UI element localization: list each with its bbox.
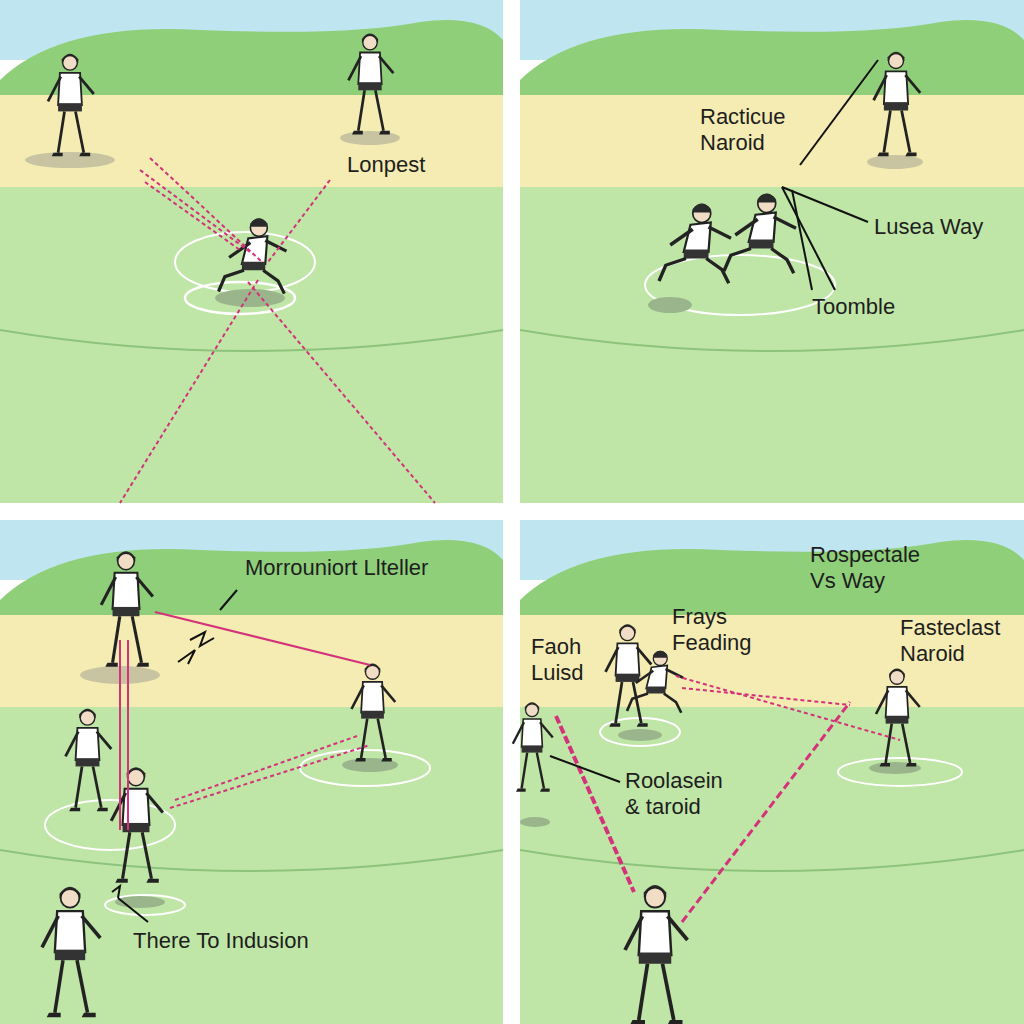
panel-bottom-left-part <box>300 750 430 786</box>
panel-top-right-part <box>782 60 878 290</box>
panel-bottom-right-part <box>520 817 550 827</box>
callout-label: Faoh Luisd <box>531 634 597 686</box>
callout-label: There To Indusion <box>133 928 309 954</box>
panel-bottom-left-part-part <box>170 745 370 808</box>
panel-bottom-left-part <box>105 895 185 915</box>
panel-top-left-part-part <box>248 282 435 503</box>
panel-top-right-part-part <box>782 187 835 290</box>
panel-top-left-part-part <box>145 182 240 250</box>
panel-bottom-left-part <box>120 612 370 830</box>
panel-bottom-left-part-part <box>112 886 120 898</box>
callout-label: Roolasein & taroid <box>625 768 737 820</box>
panel-bottom-left-part-part <box>118 898 148 922</box>
panel-top-left-part <box>185 282 295 314</box>
panel-top-left-part <box>48 54 94 157</box>
callout-label: Lusea Way <box>874 214 983 240</box>
panel-top-right-part-part <box>800 60 878 165</box>
panel-bottom-left-part <box>0 707 503 1024</box>
panel-bottom-left-part-part <box>178 650 195 664</box>
panel-bottom-left-part <box>111 767 163 883</box>
panel-top-left <box>0 0 503 503</box>
panel-bottom-left-part <box>66 709 112 812</box>
panel-bottom-right <box>513 520 1024 1024</box>
panel-bottom-left-part-part <box>127 640 129 830</box>
panel-top-right-part <box>648 297 692 313</box>
panel-top-left-part <box>0 330 503 351</box>
panel-bottom-right-part <box>627 651 683 713</box>
panel-bottom-left-part <box>0 615 503 707</box>
panel-bottom-right-part <box>520 850 1024 871</box>
callout-label: Fasteclast Naroid <box>900 615 1015 667</box>
panel-bottom-left-part-part <box>119 640 121 830</box>
panel-bottom-right-part <box>618 729 662 741</box>
panel-bottom-left-part-part <box>175 735 360 800</box>
panel-bottom-left-part-part <box>220 590 237 610</box>
panel-bottom-left-part <box>0 850 503 871</box>
panel-top-left-part-part <box>140 170 250 252</box>
panel-bottom-left-part <box>45 800 175 850</box>
panel-top-left-part <box>120 158 435 503</box>
callout-label: Rospectale Vs Way <box>810 542 935 594</box>
panel-top-right-part <box>867 155 923 169</box>
panel-bottom-left-part-part <box>155 612 370 665</box>
panel-top-left-part <box>340 131 400 145</box>
panel-top-left-part-part <box>150 158 262 262</box>
panel-bottom-left-part <box>42 887 100 1018</box>
panel-bottom-right-part-part <box>682 688 850 705</box>
panel-bottom-right-part <box>550 756 620 782</box>
panel-bottom-left-part <box>352 664 396 762</box>
panel-bottom-right-part <box>556 676 900 922</box>
callout-label: Lonpest <box>347 152 425 178</box>
panel-top-right-part <box>520 330 1024 351</box>
panel-bottom-right-part <box>625 885 688 1024</box>
panel-bottom-right-part <box>876 669 920 767</box>
panel-bottom-right-part-part <box>556 716 634 892</box>
panel-top-right-part-part <box>792 190 812 290</box>
panel-top-left-part <box>25 152 115 168</box>
panel-top-left-part-part <box>268 180 330 262</box>
panel-bottom-right-part-part <box>676 676 900 740</box>
panel-bottom-right-part-part <box>550 756 620 782</box>
panel-bottom-right-part <box>513 702 553 792</box>
panel-bottom-left-part-part <box>190 632 214 646</box>
panel-top-right-part <box>520 187 1024 503</box>
panel-bottom-left <box>0 520 503 1024</box>
panel-top-right-part <box>659 203 731 283</box>
panel-bottom-left-part <box>112 590 237 922</box>
panel-top-left-part <box>348 34 393 135</box>
panel-bottom-right-part-part <box>682 702 850 922</box>
callout-label: Frays Feading <box>672 604 767 656</box>
callout-label: Toomble <box>812 294 895 320</box>
panel-bottom-right-part <box>838 758 962 786</box>
panel-top-right <box>520 0 1024 503</box>
panel-top-left-part-part <box>120 280 258 503</box>
panel-top-right-part <box>724 193 796 273</box>
callout-label: Morrouniort Llteller <box>245 555 428 581</box>
panel-top-left-part <box>0 187 503 503</box>
callout-label: Racticue Naroid <box>700 104 800 156</box>
panel-top-right-part <box>520 95 1024 187</box>
panel-bottom-right-part <box>520 615 1024 707</box>
panel-top-right-part <box>874 52 921 157</box>
panel-top-left-part <box>219 218 287 293</box>
panel-bottom-right-part <box>520 707 1024 1024</box>
